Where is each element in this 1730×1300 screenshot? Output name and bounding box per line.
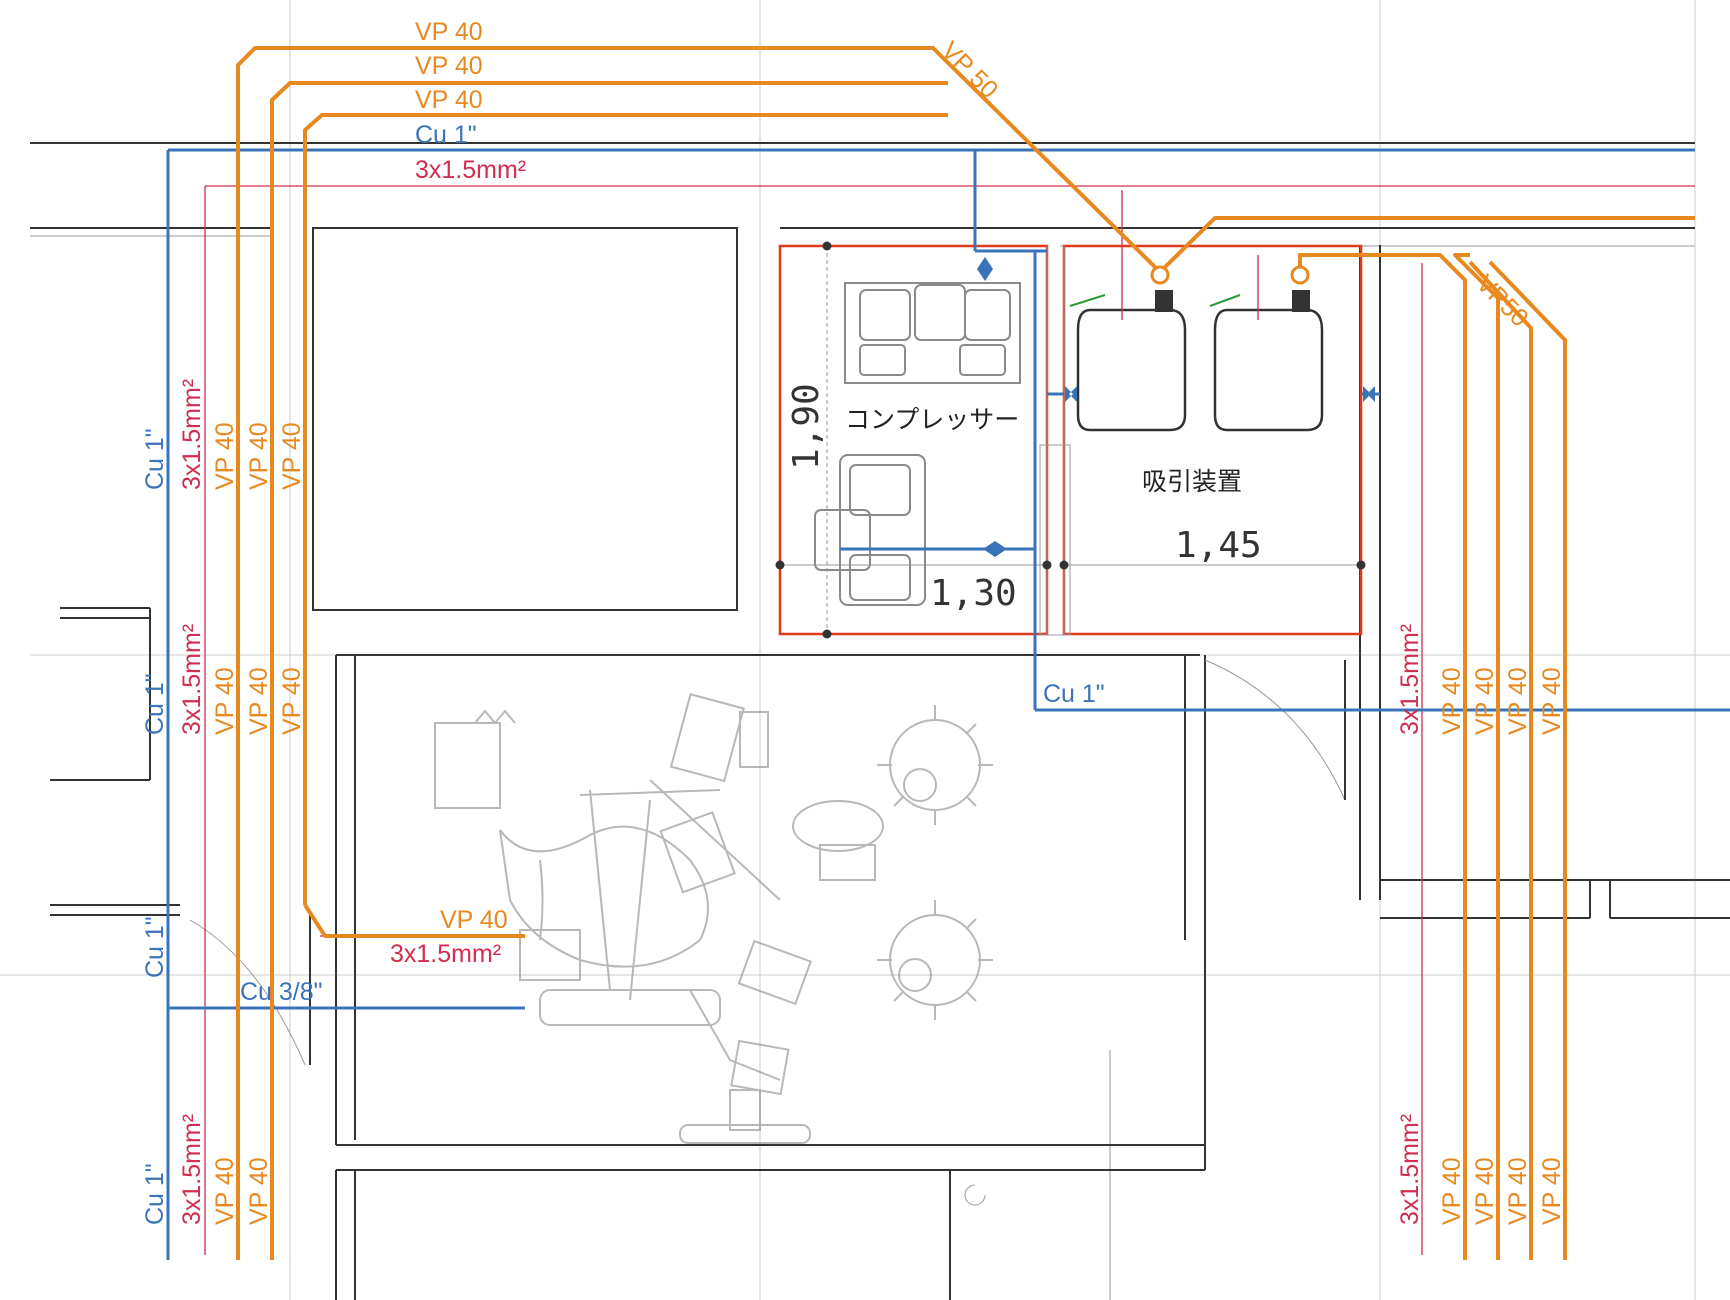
label-vp40-r1a: VP 40 xyxy=(1438,667,1466,735)
label-cu1-l1: Cu 1" xyxy=(141,428,169,490)
label-vp40-l2b: VP 40 xyxy=(245,667,273,735)
label-cu1-l4: Cu 1" xyxy=(141,1163,169,1225)
pipe-labels-right-upper: 3x1.5mm² VP 40 VP 40 VP 40 VP 40 xyxy=(1396,624,1566,735)
pipe-labels-left-lower: Cu 1" Cu 1" 3x1.5mm² VP 40 VP 40 xyxy=(141,916,273,1225)
dimension-compressor-width: 1,30 xyxy=(930,573,1017,614)
label-vp40-r2d: VP 40 xyxy=(1538,1157,1566,1225)
dental-chair-icon xyxy=(434,693,993,1144)
label-vp40-a: VP 40 xyxy=(415,18,483,46)
label-cu1-mid: Cu 1" xyxy=(1043,680,1105,708)
label-vp40-b: VP 40 xyxy=(415,52,483,80)
label-vp40-r2c: VP 40 xyxy=(1504,1157,1532,1225)
label-vp40-l4b: VP 40 xyxy=(245,1157,273,1225)
label-cu1-top: Cu 1" xyxy=(415,121,477,149)
pipe-labels-left-upper: Cu 1" 3x1.5mm² VP 40 VP 40 VP 40 xyxy=(141,379,306,490)
label-vp40-op: VP 40 xyxy=(440,906,508,934)
dimension-compressor-depth: 1,90 xyxy=(786,383,827,470)
pipe-labels-left-mid: Cu 1" 3x1.5mm² VP 40 VP 40 VP 40 xyxy=(141,624,306,735)
label-vp40-l2a: VP 40 xyxy=(211,667,239,735)
dimension-suction-width: 1,45 xyxy=(1175,525,1262,566)
label-cu1-l3: Cu 1" xyxy=(141,916,169,978)
label-vp40-l4a: VP 40 xyxy=(211,1157,239,1225)
label-vp40-r1c: VP 40 xyxy=(1504,667,1532,735)
label-vp40-c: VP 40 xyxy=(415,86,483,114)
label-cable-l2: 3x1.5mm² xyxy=(178,624,206,735)
suction-unit-icon xyxy=(1069,290,1324,432)
copper-pipe-lines xyxy=(166,148,1730,1260)
label-vp40-r1b: VP 40 xyxy=(1471,667,1499,735)
label-vp40-l1a: VP 40 xyxy=(211,422,239,490)
label-vp40-l2c: VP 40 xyxy=(278,667,306,735)
label-cable-l4: 3x1.5mm² xyxy=(178,1114,206,1225)
room-name-suction: 吸引装置 xyxy=(1142,467,1242,496)
label-vp40-r1d: VP 40 xyxy=(1538,667,1566,735)
label-vp40-l1c: VP 40 xyxy=(278,422,306,490)
room-name-compressor: コンプレッサー xyxy=(845,405,1019,434)
compressor-unit-icon xyxy=(814,282,1021,606)
pipe-labels-operatory: VP 40 3x1.5mm² Cu 3/8" Cu 1" xyxy=(240,680,1105,1006)
walls xyxy=(30,142,1730,1300)
equipment-rooms xyxy=(775,241,1366,639)
label-cu38: Cu 3/8" xyxy=(240,978,323,1006)
label-cu1-l2: Cu 1" xyxy=(141,673,169,735)
vacuum-pipe-lines xyxy=(236,46,1695,1260)
valve-icon xyxy=(977,257,1375,557)
label-vp40-l1b: VP 40 xyxy=(245,422,273,490)
label-cable-r2: 3x1.5mm² xyxy=(1396,1114,1424,1225)
label-cable-l1: 3x1.5mm² xyxy=(178,379,206,490)
dimension-dots xyxy=(775,241,1366,639)
pipe-labels-right-lower: 3x1.5mm² VP 40 VP 40 VP 40 VP 40 xyxy=(1396,1114,1566,1225)
label-vp40-r2b: VP 40 xyxy=(1471,1157,1499,1225)
label-cable-top: 3x1.5mm² xyxy=(415,156,526,184)
label-vp40-r2a: VP 40 xyxy=(1438,1157,1466,1225)
label-vp50-top: VP 50 xyxy=(936,36,1004,104)
label-cable-r1: 3x1.5mm² xyxy=(1396,624,1424,735)
label-cable-op: 3x1.5mm² xyxy=(390,940,501,968)
room-annotations: コンプレッサー 吸引装置 1,90 1,30 1,45 xyxy=(786,383,1262,614)
